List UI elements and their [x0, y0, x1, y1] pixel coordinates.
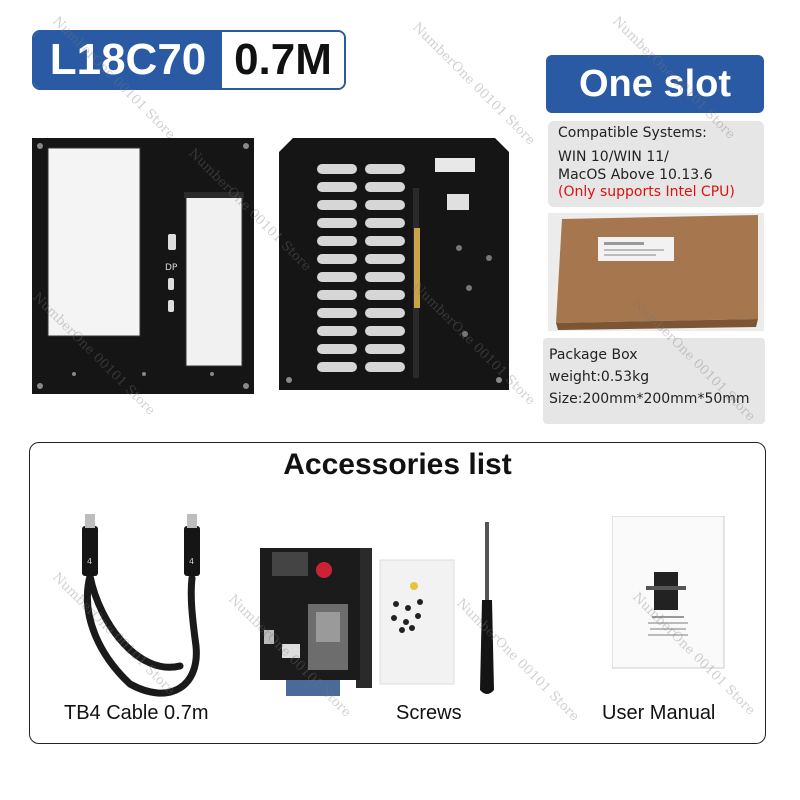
adapter-board-image	[260, 548, 372, 696]
compat-line-2: MacOS Above 10.13.6	[558, 167, 713, 183]
watermark: NumberOne 00101 Store	[409, 20, 538, 149]
cable-length: 0.7M	[222, 32, 344, 88]
accessories-frame	[29, 442, 766, 744]
slot-badge: One slot	[546, 55, 764, 113]
cable-mark-left: 4	[87, 557, 92, 566]
screws-image	[379, 559, 455, 685]
front-plate-image: DP	[32, 138, 254, 394]
compat-note: (Only supports Intel CPU)	[558, 184, 735, 200]
cable-mark-right: 4	[189, 557, 194, 566]
package-info-panel: Package Box weight:0.53kg Size:200mm*200…	[543, 338, 765, 424]
retail-box-image	[548, 213, 764, 331]
product-title-badge: L18C70 0.7M	[32, 30, 346, 90]
compat-heading: Compatible Systems:	[558, 125, 707, 141]
package-heading: Package Box	[549, 347, 638, 363]
dp-label: DP	[165, 263, 178, 273]
model-name: L18C70	[34, 32, 222, 88]
screwdriver-image	[480, 522, 494, 694]
compat-line-1: WIN 10/WIN 11/	[558, 149, 669, 165]
main-board-image	[279, 138, 509, 390]
package-size: Size:200mm*200mm*50mm	[549, 391, 750, 407]
caption-tb4-cable: TB4 Cable 0.7m	[64, 702, 209, 724]
caption-user-manual: User Manual	[602, 702, 716, 724]
compatibility-panel: Compatible Systems: WIN 10/WIN 11/ MacOS…	[548, 121, 764, 207]
user-manual-image	[612, 516, 725, 669]
package-weight: weight:0.53kg	[549, 369, 650, 385]
caption-screws: Screws	[396, 702, 462, 724]
tb4-cable-image: 4 4	[82, 514, 200, 697]
accessories-title: Accessories list	[283, 448, 512, 481]
